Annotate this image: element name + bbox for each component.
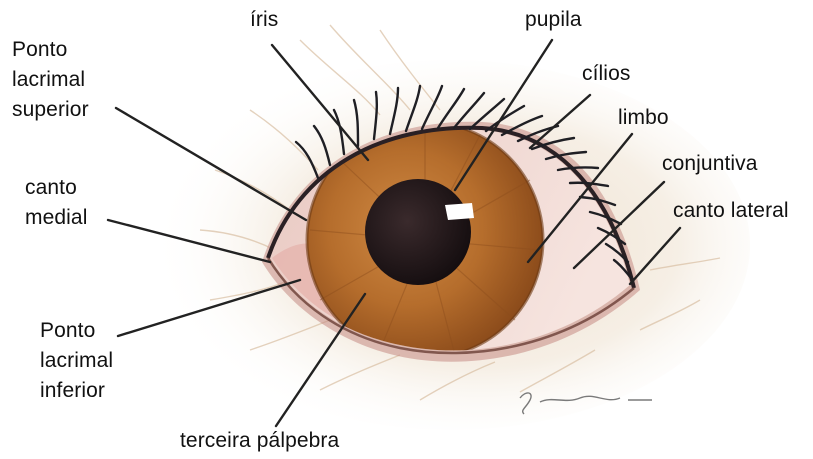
label-cilios: cílios — [582, 59, 630, 89]
label-iris: íris — [250, 5, 278, 35]
label-limbo: limbo — [618, 103, 669, 133]
label-ponto-lacrimal-inferior: Ponto lacrimal inferior — [40, 316, 113, 406]
label-ponto-lacrimal-superior: Ponto lacrimal superior — [12, 35, 89, 125]
label-conjuntiva: conjuntiva — [662, 149, 758, 179]
label-pupila: pupila — [525, 5, 582, 35]
pupil — [365, 179, 471, 285]
label-canto-medial: canto medial — [25, 173, 87, 233]
pupil-highlight — [445, 203, 474, 220]
label-terceira-palpebra: terceira pálpebra — [180, 426, 339, 456]
label-canto-lateral: canto lateral — [673, 196, 789, 226]
